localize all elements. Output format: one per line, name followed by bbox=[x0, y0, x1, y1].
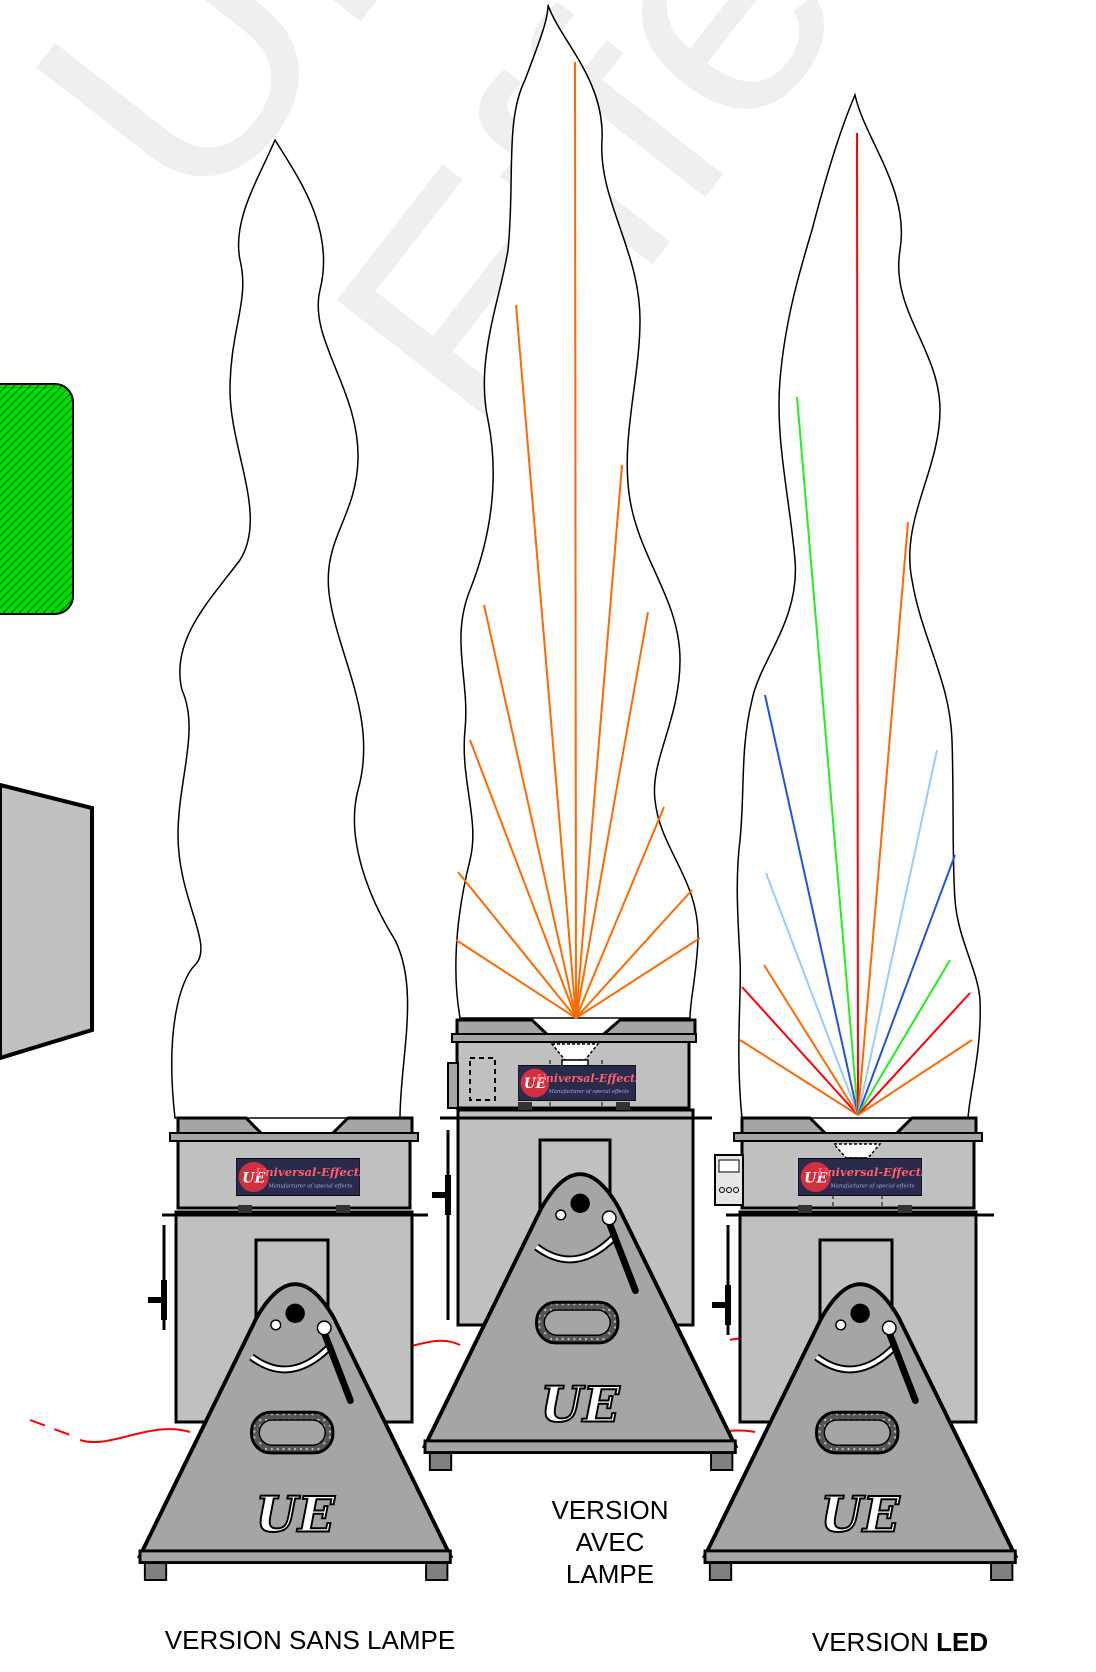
machine-right bbox=[705, 1116, 1015, 1580]
light-beam bbox=[457, 871, 577, 1019]
light-beam bbox=[515, 304, 577, 1019]
light-beam bbox=[856, 132, 859, 1116]
light-beam bbox=[574, 61, 577, 1019]
light-beam bbox=[857, 959, 951, 1116]
caption-middle-line1: VERSION bbox=[551, 1495, 669, 1525]
light-beam bbox=[796, 396, 859, 1116]
light-beam bbox=[739, 1039, 859, 1116]
light-beam bbox=[455, 939, 577, 1019]
light-beam bbox=[857, 992, 971, 1116]
light-beam bbox=[764, 694, 859, 1116]
light-beam bbox=[575, 889, 693, 1019]
control-box-icon bbox=[714, 1154, 744, 1206]
light-beam bbox=[763, 964, 859, 1116]
beams-right bbox=[739, 132, 973, 1116]
smoke-plume-left bbox=[171, 138, 409, 1119]
machine-middle bbox=[425, 1018, 735, 1470]
green-panel bbox=[0, 383, 74, 615]
caption-right-bold: LED bbox=[936, 1627, 989, 1657]
logo-plate-icon bbox=[518, 1065, 636, 1101]
light-beam bbox=[857, 854, 956, 1116]
light-beam bbox=[741, 986, 859, 1116]
machine-left bbox=[140, 1116, 450, 1580]
light-beam bbox=[575, 806, 665, 1019]
caption-right-prefix: VERSION bbox=[811, 1627, 937, 1657]
light-beam bbox=[857, 749, 938, 1116]
light-beam bbox=[575, 611, 649, 1019]
light-beam bbox=[765, 872, 859, 1116]
light-beam bbox=[857, 1039, 973, 1116]
caption-version-sans-lampe: VERSION SANS LAMPE bbox=[164, 1625, 456, 1655]
light-beam bbox=[483, 604, 577, 1019]
logo-plate-icon bbox=[236, 1158, 360, 1196]
caption-version-led: VERSION LED bbox=[780, 1626, 1020, 1658]
caption-middle-line2: AVEC LAMPE bbox=[565, 1527, 655, 1589]
cable-left bbox=[29, 1419, 71, 1436]
smoke-plume-middle bbox=[455, 4, 699, 1019]
caption-version-avec-lampe: VERSION AVEC LAMPE bbox=[530, 1494, 690, 1590]
light-beam bbox=[575, 464, 623, 1019]
cable-left-solid bbox=[79, 1428, 191, 1444]
grey-panel bbox=[0, 782, 94, 1061]
smoke-plume-right bbox=[736, 92, 981, 1119]
logo-plate-icon bbox=[798, 1158, 922, 1196]
light-beam bbox=[575, 937, 701, 1019]
light-beam bbox=[857, 521, 909, 1116]
beams-middle bbox=[455, 61, 701, 1019]
light-beam bbox=[469, 739, 577, 1019]
